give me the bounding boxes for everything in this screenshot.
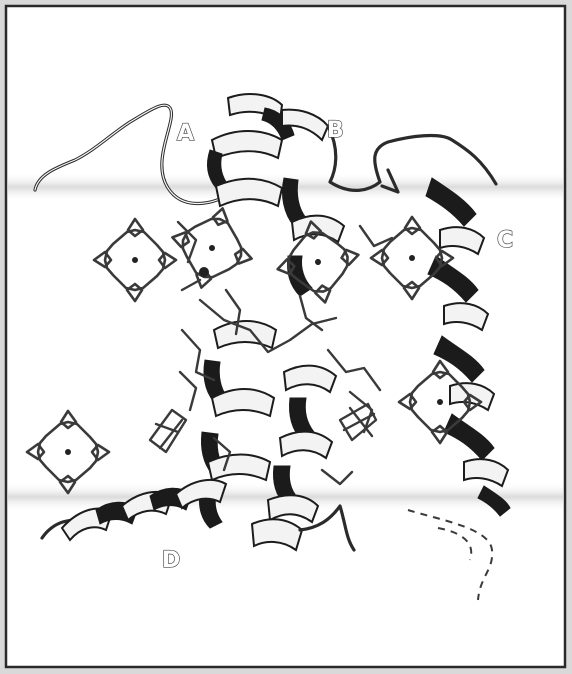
figure-panel [6, 6, 565, 667]
label-a: A [177, 121, 194, 146]
label-c: C [497, 228, 513, 253]
label-d: D [162, 548, 180, 573]
label-b: B [327, 118, 344, 143]
